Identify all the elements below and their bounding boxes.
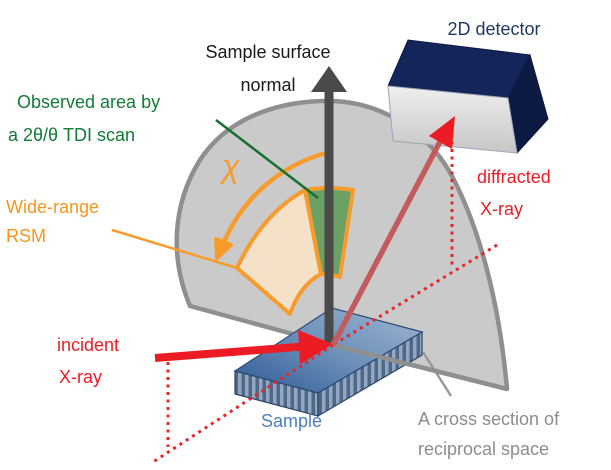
incident-xray-label-line1: incident xyxy=(57,335,120,355)
wide-range-rsm-label-line1: Wide-range xyxy=(6,197,100,217)
detector-box xyxy=(387,39,549,155)
chi-arc xyxy=(221,149,331,243)
cross-section-leader-line xyxy=(421,351,453,397)
diffracted-xray-label-line1: diffracted xyxy=(477,167,551,187)
surface-normal-arrow xyxy=(311,66,347,345)
sample-slab-top-face xyxy=(233,307,424,394)
detector-label: 2D detector xyxy=(447,19,541,39)
dotted-line-incident-projection xyxy=(152,343,334,464)
surface-normal-line2: normal xyxy=(240,75,296,95)
cross-section-label-line1: A cross section of xyxy=(418,409,560,429)
sample-slab xyxy=(233,307,424,418)
observed-area-label-line1: Observed area by xyxy=(17,92,161,112)
rsm-wedge xyxy=(235,188,323,316)
diffracted-arrowhead-icon xyxy=(429,116,455,149)
wide-range-rsm-label-line2: RSM xyxy=(6,226,46,246)
surface-normal-line1: Sample surface xyxy=(205,42,331,62)
dotted-line-diffracted-projection xyxy=(332,243,498,347)
surface-normal-label: Sample surface normal xyxy=(175,36,361,102)
projection-dotted-lines xyxy=(152,134,498,464)
cross-section-label-line2: reciprocal space xyxy=(418,439,550,459)
rsm-leader-line xyxy=(111,228,238,270)
incident-xray-label-line2: X-ray xyxy=(59,367,103,387)
observed-leader-line xyxy=(215,119,319,199)
incident-xray-arrow xyxy=(154,330,333,364)
plane-bottom-edge xyxy=(332,342,508,392)
observed-area-label-line2: a 2θ/θ TDI scan xyxy=(8,125,136,145)
surface-normal-arrowhead-icon xyxy=(311,66,347,92)
incident-arrowhead-icon xyxy=(298,330,333,364)
chi-symbol: χ xyxy=(222,148,240,184)
diffracted-xray-arrow xyxy=(330,116,455,347)
chi-arc-arrowhead-icon xyxy=(214,237,233,260)
sample-label: Sample xyxy=(261,411,323,431)
diffracted-xray-label-line2: X-ray xyxy=(480,199,524,219)
